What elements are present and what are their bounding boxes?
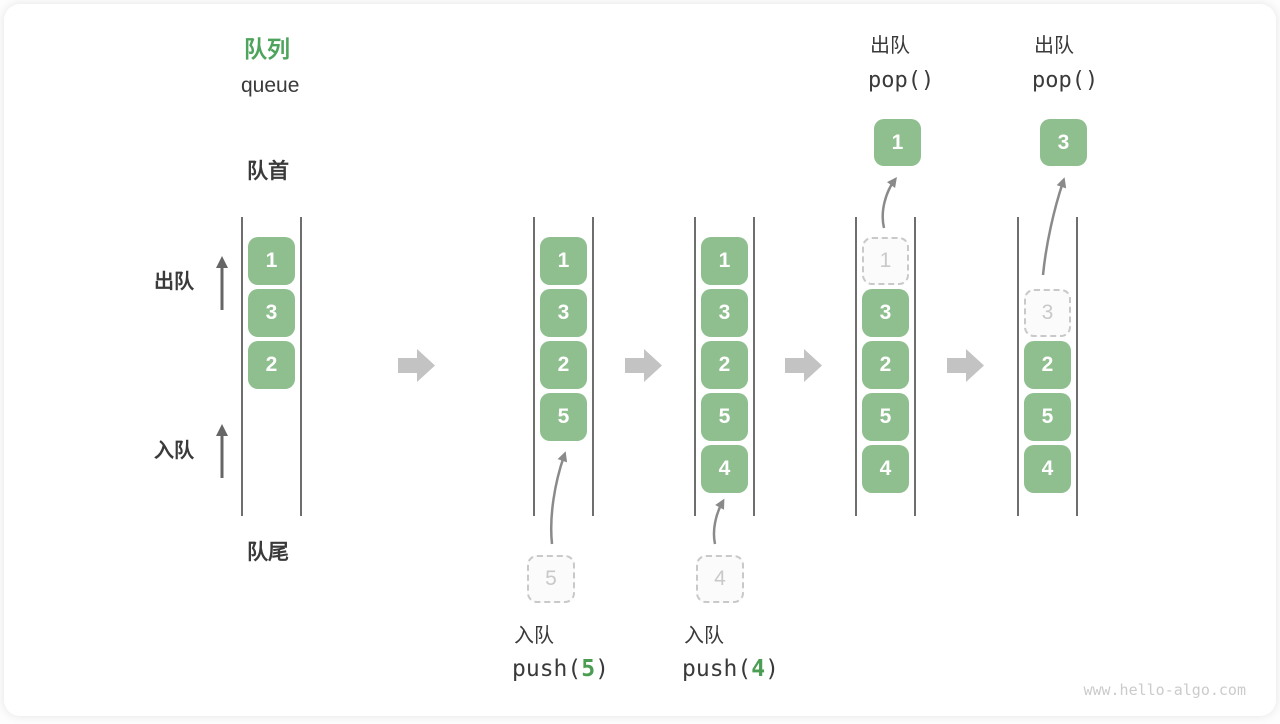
dequeue-op-label: 出队 [1034, 34, 1074, 58]
channel-line [753, 217, 755, 516]
arrows-overlay [4, 4, 1280, 724]
step-arrow-icon [785, 349, 822, 382]
queue-cell: 1 [540, 237, 587, 285]
queue-state-pop-3: 3 2 5 4 [1017, 217, 1078, 516]
popped-cell: 1 [874, 119, 921, 166]
queue-cell: 4 [1024, 445, 1071, 493]
queue-state-after-push-5: 1 3 2 5 [533, 217, 594, 516]
queue-cell: 4 [701, 445, 748, 493]
dequeue-side-label: 出队 [154, 270, 194, 294]
queue-cell: 3 [248, 289, 295, 337]
queue-diagram: 队列 queue 队首 队尾 出队 入队 1 3 2 1 3 2 5 5 入队 … [4, 4, 1276, 716]
code-arg: 5 [581, 656, 595, 682]
queue-cell: 3 [540, 289, 587, 337]
queue-cell-ghost: 3 [1024, 289, 1071, 337]
code-arg: 4 [751, 656, 765, 682]
queue-cell: 3 [862, 289, 909, 337]
popped-cell: 3 [1040, 119, 1087, 166]
channel-line [1076, 217, 1078, 516]
enqueue-op-code: push(4) [682, 656, 779, 682]
queue-cell-ghost: 1 [862, 237, 909, 285]
queue-front-label: 队首 [247, 160, 289, 184]
queue-state-initial: 1 3 2 [241, 217, 302, 516]
watermark: www.hello-algo.com [1083, 681, 1246, 699]
step-arrow-icon [625, 349, 662, 382]
queue-cell: 5 [540, 393, 587, 441]
code-text: ) [765, 656, 779, 682]
channel-line [694, 217, 696, 516]
queue-state-pop-1: 1 3 2 5 4 [855, 217, 916, 516]
queue-state-after-push-4: 1 3 2 5 4 [694, 217, 755, 516]
enqueue-op-code: push(5) [512, 656, 609, 682]
queue-cell: 2 [862, 341, 909, 389]
code-text: ) [595, 656, 609, 682]
queue-cell: 1 [248, 237, 295, 285]
page-subtitle: queue [241, 74, 299, 98]
channel-line [300, 217, 302, 516]
pending-cell: 4 [696, 555, 744, 603]
dequeue-op-code: pop() [1032, 68, 1098, 94]
dequeue-op-code: pop() [868, 68, 934, 94]
step-arrow-icon [947, 349, 984, 382]
queue-cell: 5 [862, 393, 909, 441]
queue-cell: 2 [248, 341, 295, 389]
queue-cell: 2 [540, 341, 587, 389]
enqueue-side-label: 入队 [154, 439, 194, 463]
enqueue-op-label: 入队 [514, 624, 554, 648]
queue-cell: 5 [701, 393, 748, 441]
channel-line [241, 217, 243, 516]
enqueue-op-label: 入队 [684, 624, 724, 648]
pending-cell: 5 [527, 555, 575, 603]
queue-cell: 2 [701, 341, 748, 389]
queue-cell: 4 [862, 445, 909, 493]
channel-line [533, 217, 535, 516]
page-title: 队列 [244, 36, 290, 62]
channel-line [592, 217, 594, 516]
queue-cell: 5 [1024, 393, 1071, 441]
queue-cell: 1 [701, 237, 748, 285]
queue-cell: 3 [701, 289, 748, 337]
channel-line [855, 217, 857, 516]
queue-cell: 2 [1024, 341, 1071, 389]
code-text: push( [512, 656, 581, 682]
channel-line [1017, 217, 1019, 516]
dequeue-op-label: 出队 [870, 34, 910, 58]
queue-rear-label: 队尾 [247, 541, 289, 565]
code-text: push( [682, 656, 751, 682]
step-arrow-icon [398, 349, 435, 382]
channel-line [914, 217, 916, 516]
